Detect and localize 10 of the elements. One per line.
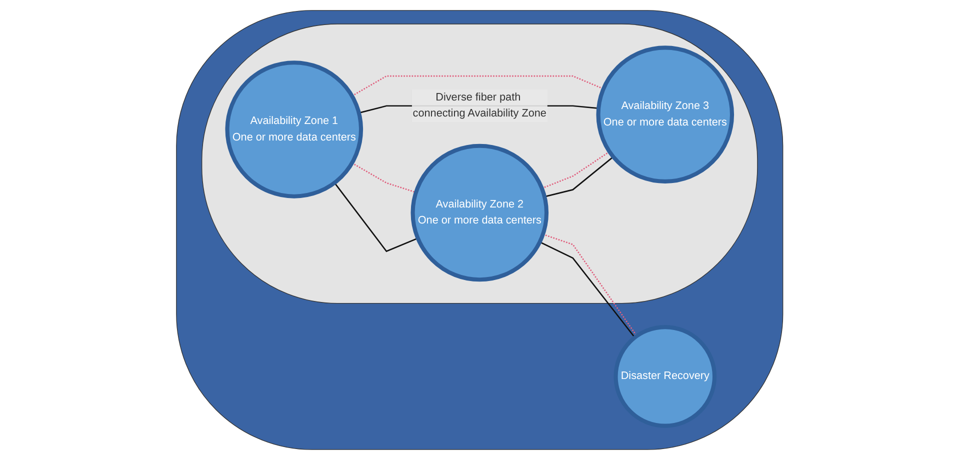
cluster <box>176 10 784 450</box>
connector <box>334 182 418 252</box>
node-circle: Disaster Recovery <box>614 325 717 428</box>
node-circle: Availability Zone 2 One or more data centers <box>411 144 549 282</box>
edge-label: Diverse fiber path connecting Availability Zone <box>413 92 547 120</box>
node-circle: Availability Zone 3 One or more data centers <box>596 46 734 184</box>
connector <box>544 156 614 198</box>
node-circle: Availability Zone 1 One or more data centers <box>226 60 364 198</box>
connector <box>352 162 417 194</box>
connector <box>542 151 610 189</box>
